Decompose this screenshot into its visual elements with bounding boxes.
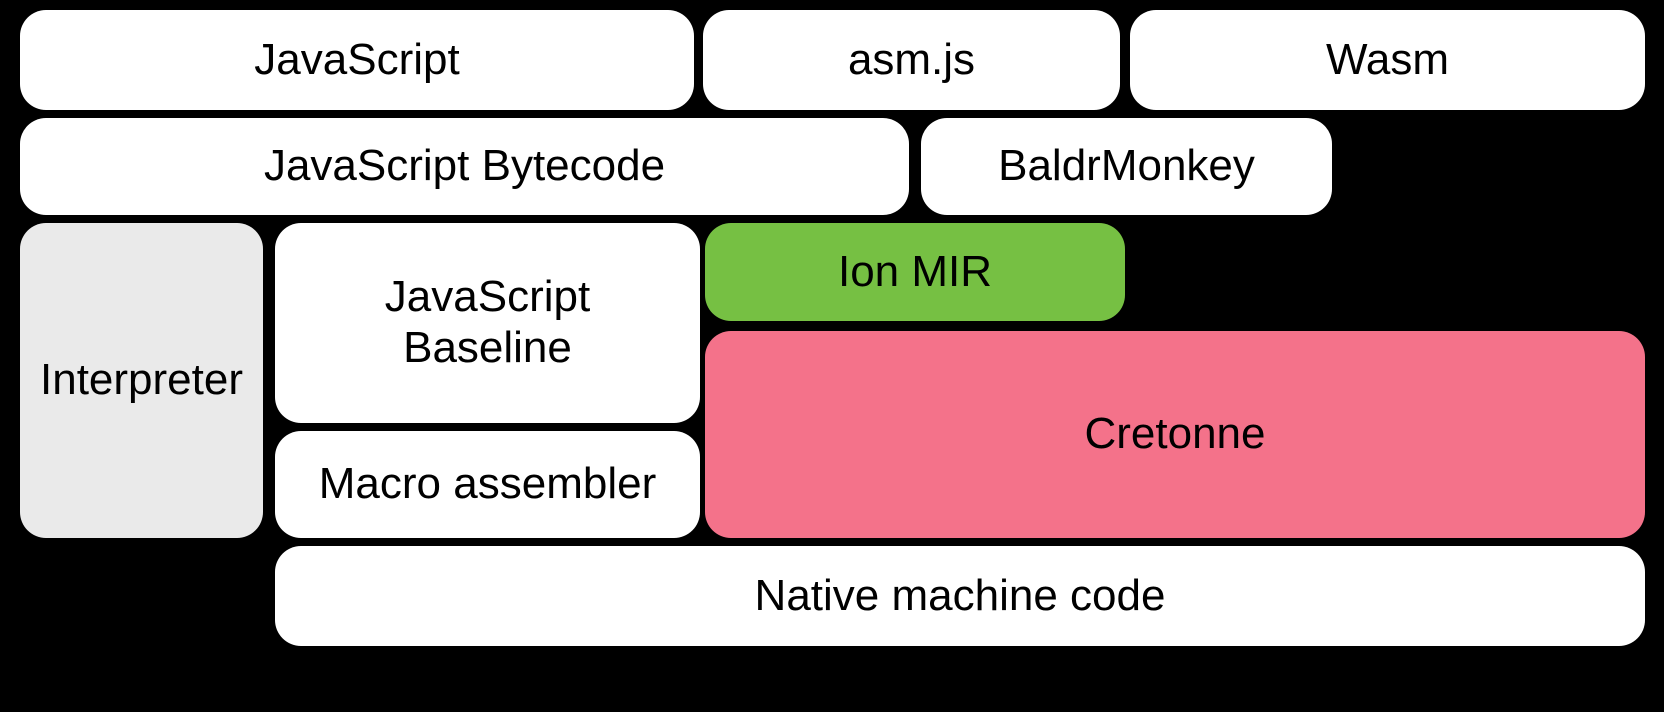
box-wasm: Wasm: [1130, 10, 1645, 110]
box-javascript-baseline: JavaScript Baseline: [275, 223, 700, 423]
box-javascript: JavaScript: [20, 10, 694, 110]
box-native-machine-code: Native machine code: [275, 546, 1645, 646]
box-baldrmonkey: BaldrMonkey: [921, 118, 1332, 215]
box-ion-mir: Ion MIR: [705, 223, 1125, 321]
box-interpreter: Interpreter: [20, 223, 263, 538]
box-macro-assembler: Macro assembler: [275, 431, 700, 538]
box-asm-js: asm.js: [703, 10, 1120, 110]
box-javascript-bytecode: JavaScript Bytecode: [20, 118, 909, 215]
box-cretonne: Cretonne: [705, 331, 1645, 538]
